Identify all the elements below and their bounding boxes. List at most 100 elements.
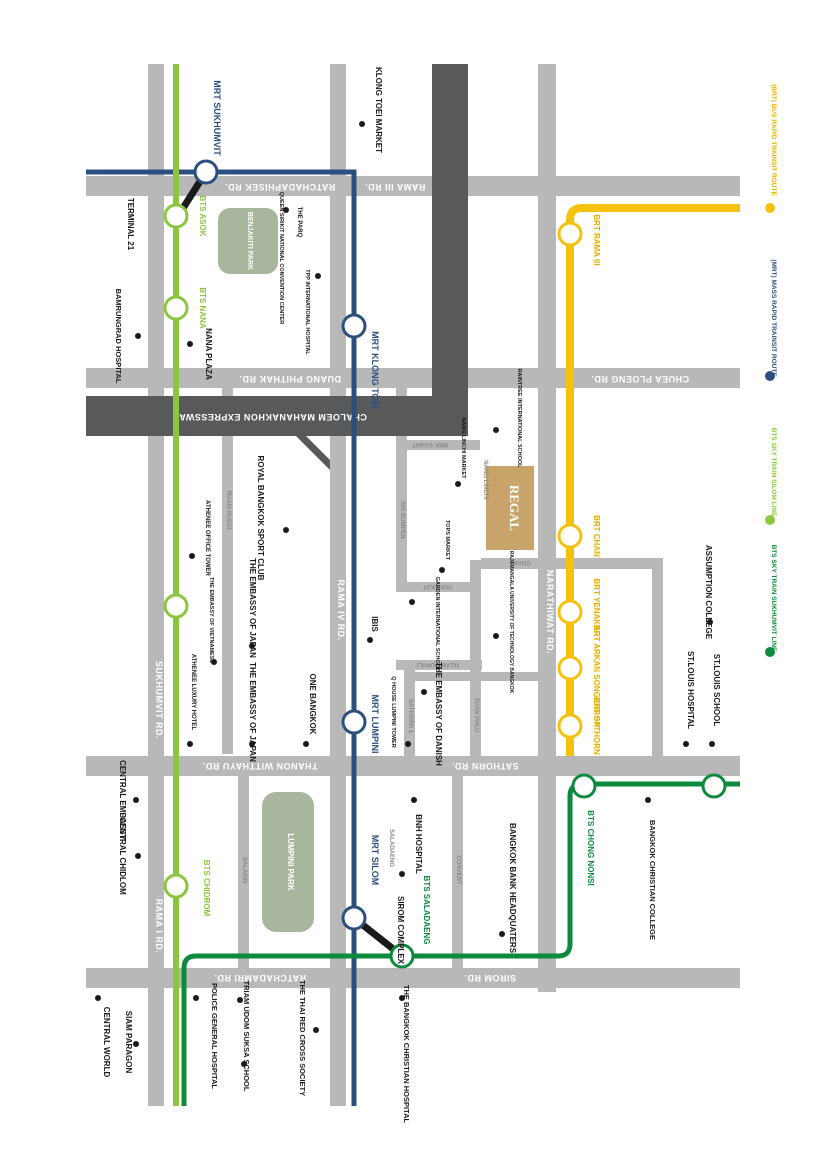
label-sirom-complex: SIROM COMPLEX [396, 896, 405, 965]
label-emb-japan2: THE EMBASSY OF JAPAN [248, 662, 257, 762]
station-brt-yenakart[interactable] [557, 599, 583, 625]
regal-site [486, 466, 534, 550]
label-athenee-hotel: ATHENEE LUXURY HOTEL [190, 654, 196, 731]
legend: BTS SKY TRAIN SUKHUMVIT LINE BTS SKY TRA… [765, 84, 777, 657]
road-ratchadamri-sirom [86, 968, 740, 988]
label-red-cross: THE THAI RED CROSS SOCIETY [298, 980, 307, 1096]
road-rama1 [148, 64, 164, 1106]
label-st-louis-hosp: ST.LOUIS HOSPITAL [686, 651, 695, 729]
label-witthayu: THANON WITTHAYU RD. [202, 761, 317, 771]
label-police-hospital: POLICE GENERAL HOSPITAL [210, 983, 219, 1089]
label-bamrungrad: BAMRUNGRAD HOSPITAL [114, 289, 123, 384]
label-rama3: RAMA III RD. [365, 182, 426, 192]
label-garden: GARDEN INTERNATIONAL SCHOOL [434, 577, 440, 672]
label-bts-asok: BTS ASOK [198, 195, 207, 236]
label-klong-toei-market: KLONG TOEI MARKET [374, 67, 383, 153]
label-saladaeng: SALADAENG [388, 829, 394, 867]
road-labels: RAMA III RD. RATCHADAPHISEK RD. DUANG PH… [154, 182, 689, 983]
label-athenee-tower: ATHENEE OFFICE TOWER [204, 500, 210, 576]
station-brt-sathorn[interactable] [557, 713, 583, 739]
label-nang-linchi: NANG LINCHI [482, 460, 488, 500]
label-nana-plaza: NANA PLAZA [204, 328, 213, 380]
label-mrt-silom: MRT SILOM [370, 835, 380, 886]
label-rama1: RAMA I RD. [154, 899, 164, 954]
road-convent [452, 776, 463, 972]
expressway-horizontal [86, 396, 458, 436]
road-sathorn1 [404, 660, 415, 756]
label-brt-rama3: BRT RAMA III [592, 214, 601, 265]
road-ratchadaphisek [86, 176, 740, 196]
station-bts-surasak[interactable] [701, 773, 727, 799]
label-ruam-ruedi: RUAM RUEDI [225, 491, 231, 530]
regal-logo: REGAL [507, 485, 522, 532]
label-rama4: RAMA IV RD. [336, 579, 346, 640]
station-labels: MRT SUKHUMVIT MRT KLONG TOEI MRT LUMPINI… [198, 80, 601, 944]
label-sathorn: SATHORN RD. [451, 761, 518, 771]
road-salasin [238, 776, 249, 972]
station-bts-chidrom[interactable] [163, 873, 189, 899]
label-emb-japan1: THE EMBASSY OF JAPAN [248, 558, 257, 658]
legend-label-brt: (BRT) BUS RAPID TRAINSIT ROUTE [770, 84, 777, 196]
label-ibis: IBIS [370, 616, 379, 632]
legend-label-bts-sukhumvit: BTS SKY TRAIN SUKHUMVIT LINE [770, 545, 777, 652]
road-yen-akat [396, 582, 480, 592]
label-emb-danish: THE EMBASSY OF DANISH [434, 662, 443, 766]
road-chan-side [652, 566, 663, 758]
label-suan-phlu: SUAN PHLU [473, 697, 479, 732]
station-mrt-silom[interactable] [341, 905, 367, 931]
label-benjakiti-park: BENJAKITI PARK [246, 212, 253, 270]
legend-label-bts-silom: BTS SKY TRAIN SILOM LINE [770, 428, 777, 517]
label-sukhumvit: SUKHUMVIT RD. [154, 661, 164, 739]
label-bts-saladaeng: BTS SALADAENG [422, 876, 431, 945]
label-royal-sport: ROYAL BANGKOK SPORT CLUB [256, 456, 265, 581]
label-siam-paragon: SIAM PARAGON [124, 1011, 133, 1074]
station-bts-asok[interactable] [163, 203, 189, 229]
road-ngam-duphli-h [396, 660, 482, 670]
station-bts-nana[interactable] [163, 295, 189, 321]
label-ngam-duphli: NGAM DUPHLI [417, 661, 460, 667]
label-mrt-sukhumvit: MRT SUKHUMVIT [212, 80, 222, 156]
label-sirom: SIROM RD. [464, 973, 516, 983]
label-bangkok-bank: BANGKOK BANK HEADQUATERS [508, 823, 517, 954]
label-bts-nana: BTS NANA [198, 287, 207, 329]
label-brt-yenakart: BRT YENAKART [592, 579, 601, 642]
label-brt-chan: BRT CHAN [592, 515, 601, 557]
station-bts-ploenchit[interactable] [163, 593, 189, 619]
label-assumption: ASSUMPTION COLLEGE [704, 545, 713, 640]
label-bts-chong-nonsi: BTS CHONG NONSI [586, 810, 595, 886]
label-chan: CHAN [513, 559, 530, 565]
label-mrt-lumpini: MRT LUMPINI [370, 695, 380, 754]
label-rajamangala: RAJAMANGALA UNIVERSITY OF TECHNOLOGY BAN… [508, 551, 514, 694]
station-mrt-klong-toei[interactable] [341, 313, 367, 339]
label-brt-sathorn: BRT SATHORN [592, 697, 601, 755]
label-emb-vietnam: THE EMBASSY OF VIETNAMESE [208, 577, 214, 663]
station-mrt-lumpini[interactable] [341, 709, 367, 735]
label-raintree: RAINTREE INTERNATIONAL SCHOOL [516, 368, 522, 468]
label-central-embassy: CENTRAL EMBASSY [118, 760, 127, 841]
label-lumpini-park: LUMPINI PARK [286, 833, 295, 890]
label-the-parq: THE PARQ [296, 207, 302, 238]
label-christian-hospital: THE BANGKOK CHRISTIAN HOSPITAL [402, 985, 411, 1124]
label-central-chidlom: CENTRAL CHIDLOM [118, 817, 127, 895]
label-yen-akat: YEN AKAT [423, 583, 453, 589]
station-brt-rama3[interactable] [557, 221, 583, 247]
place-labels: TERMINAL 21 BAMRUNGRAD HOSPITAL NANA PLA… [102, 67, 721, 1124]
legend-swatch-mrt [765, 371, 775, 381]
station-mrt-sukhumvit[interactable] [193, 159, 219, 185]
station-brt-chan[interactable] [557, 523, 583, 549]
label-sri-bumpen: SRI BUMPEN [399, 501, 405, 539]
legend-swatch-brt [765, 203, 775, 213]
label-bts-chidrom: BTS CHIDROM [202, 860, 211, 917]
stations [163, 159, 727, 969]
station-bts-chong-nonsi[interactable] [571, 773, 597, 799]
road-sri-bumpen [396, 376, 407, 592]
road-network [86, 64, 740, 1106]
road-mek-sawat [396, 440, 480, 450]
station-bts-saladaeng[interactable] [389, 943, 415, 969]
mrt-line [86, 169, 357, 1106]
road-ruam-ruedi [222, 376, 233, 754]
label-qsncc: QUEEN SIRIKIT NATIONAL CONVENTION CENTER [278, 192, 284, 324]
station-brt-arkan[interactable] [557, 655, 583, 681]
expressway-vertical [432, 64, 468, 436]
